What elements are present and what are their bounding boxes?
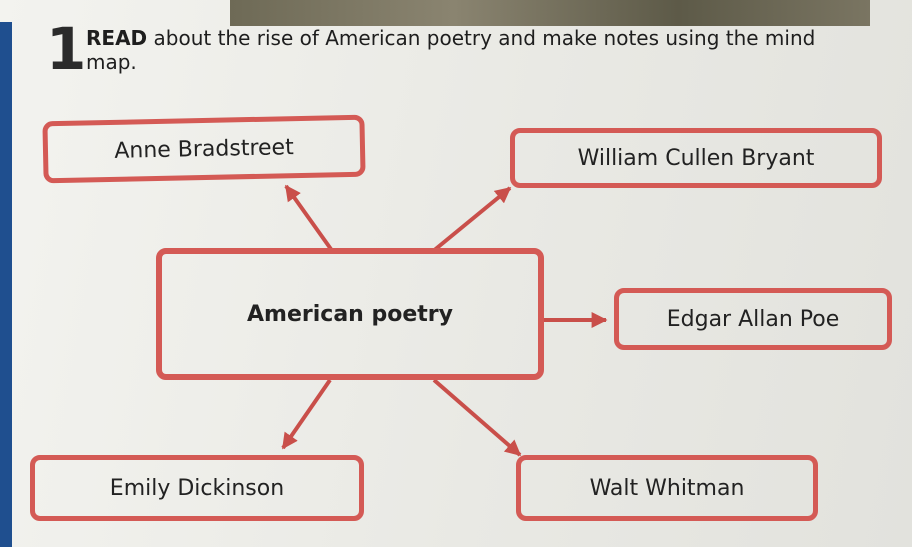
node-label: Emily Dickinson: [109, 475, 285, 501]
arrow-to-whitman: [432, 378, 522, 457]
instruction-bold: READ: [86, 26, 148, 50]
node-label: American poetry: [247, 301, 453, 327]
node-william-cullen-bryant: William Cullen Bryant: [510, 128, 882, 188]
node-label: Edgar Allan Poe: [666, 306, 840, 332]
side-bar: [0, 22, 12, 547]
node-label: Walt Whitman: [589, 475, 745, 501]
node-emily-dickinson: Emily Dickinson: [30, 455, 364, 521]
node-anne-bradstreet: Anne Bradstreet: [42, 114, 366, 184]
arrow-to-dickinson: [281, 378, 332, 450]
node-label: William Cullen Bryant: [577, 145, 815, 171]
node-walt-whitman: Walt Whitman: [516, 455, 818, 521]
arrow-to-anne: [284, 184, 335, 254]
node-american-poetry: American poetry: [156, 248, 544, 380]
step-number: 1: [46, 15, 87, 83]
instruction-text: READ about the rise of American poetry a…: [86, 26, 856, 74]
arrow-to-bryant: [430, 186, 512, 254]
instruction-rest: about the rise of American poetry and ma…: [86, 26, 816, 74]
photo-strip: [230, 0, 870, 26]
node-label: Anne Bradstreet: [114, 134, 294, 164]
node-edgar-allan-poe: Edgar Allan Poe: [614, 288, 892, 350]
